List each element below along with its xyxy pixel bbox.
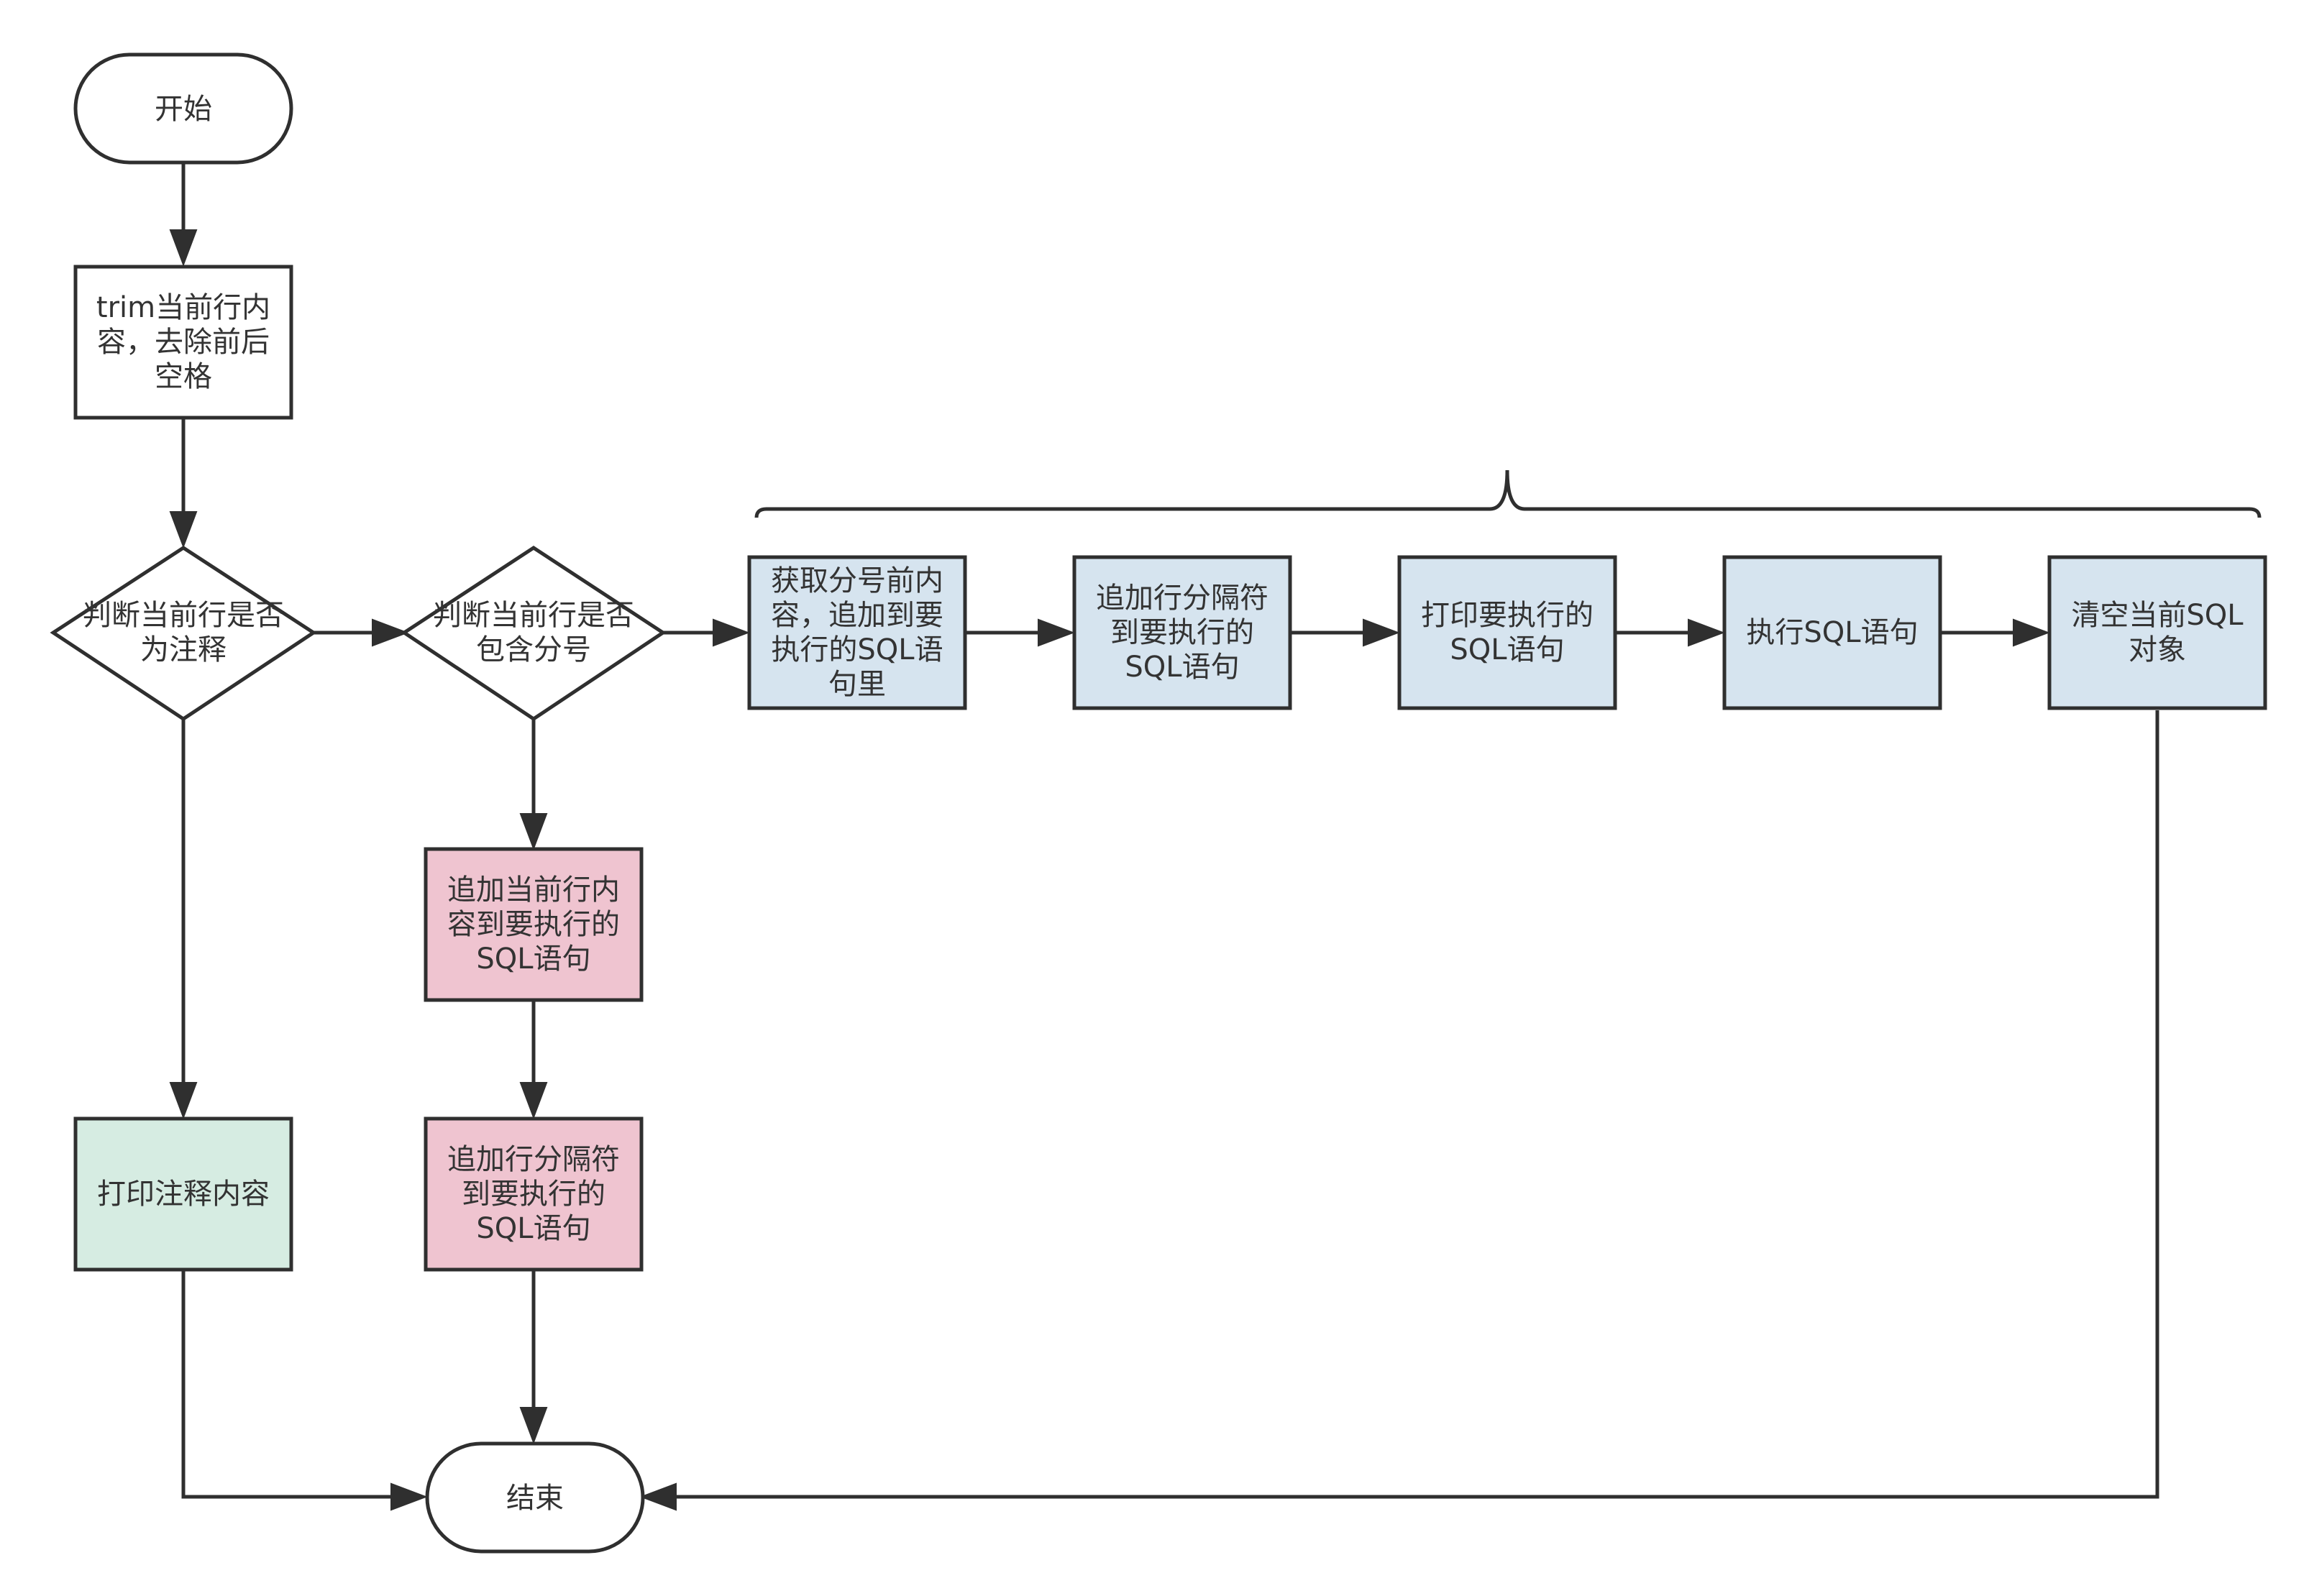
label-line: 对象	[2129, 633, 2186, 666]
label-line: 判断当前行是否	[83, 599, 284, 632]
semicolon-check-node: 判断当前行是否包含分号	[401, 546, 667, 722]
start-terminator	[73, 52, 293, 165]
print-comment-box	[73, 1116, 293, 1272]
label-line: 追加行分隔符	[447, 1143, 620, 1176]
arrowhead	[169, 229, 198, 267]
semicolon-check-diamond	[401, 546, 667, 722]
label-line: SQL语句	[476, 1212, 590, 1245]
label-line: 打印要执行的	[1421, 599, 1594, 632]
label-line: 开始	[155, 93, 212, 126]
clear-sql-box	[2047, 555, 2267, 710]
arrowhead	[390, 1482, 428, 1511]
arrowhead	[169, 511, 198, 549]
execute-sql-node: 执行SQL语句	[1722, 555, 1942, 710]
start-label: 开始	[155, 93, 212, 126]
arrowhead	[372, 618, 409, 647]
label-line: SQL语句	[476, 943, 590, 976]
append-separator-box-1	[1072, 555, 1292, 710]
label-line: 判断当前行是否	[433, 599, 634, 632]
append-line-box	[424, 847, 644, 1002]
label-line: 到要执行的	[1110, 616, 1254, 649]
arrowhead	[519, 813, 548, 850]
label-line: 执行SQL语句	[1746, 616, 1918, 649]
comment-check-diamond	[50, 546, 317, 721]
end-label: 结束	[506, 1482, 564, 1515]
label-line: 执行的SQL语	[771, 633, 943, 666]
edge-clear-sql-to-end	[676, 710, 2159, 1499]
label-line: 为注释	[140, 633, 227, 666]
get-before-semicolon-node: 获取分号前内容，追加到要执行的SQL语句里	[747, 555, 967, 710]
arrowhead	[169, 1082, 198, 1119]
arrowhead	[519, 1082, 548, 1119]
label-line: 到要执行的	[462, 1178, 605, 1211]
label-line: 结束	[506, 1482, 564, 1515]
label-line: SQL语句	[1450, 633, 1564, 666]
trim-process-box	[73, 265, 293, 420]
semicolon-check-label: 判断当前行是否包含分号	[433, 599, 634, 666]
arrowhead	[713, 618, 750, 647]
end-terminator	[425, 1441, 645, 1554]
arrowhead	[1038, 618, 1075, 647]
arrowhead	[1688, 618, 1725, 647]
execute-sql-box	[1722, 555, 1942, 710]
arrowhead	[1363, 618, 1400, 647]
start-node: 开始	[73, 52, 293, 165]
label-line: 句里	[828, 668, 886, 701]
label-line: 追加行分隔符	[1096, 582, 1268, 615]
edge-print-comment-to-end	[181, 1270, 391, 1499]
execute-sql-label: 执行SQL语句	[1746, 616, 1918, 649]
print-comment-label: 打印注释内容	[97, 1178, 270, 1211]
label-line: 容，追加到要	[771, 599, 943, 632]
label-line: SQL语句	[1125, 651, 1239, 684]
label-line: trim当前行内	[96, 291, 270, 324]
connectors	[169, 164, 2159, 1511]
group-curly-brace	[754, 469, 2262, 518]
arrowhead	[519, 1407, 548, 1444]
comment-check-label: 判断当前行是否为注释	[83, 599, 284, 666]
get-before-semicolon-label: 获取分号前内容，追加到要执行的SQL语句里	[771, 564, 943, 701]
comment-check-node: 判断当前行是否为注释	[50, 546, 317, 721]
label-line: 容，去除前后	[97, 326, 270, 359]
label-line: 容到要执行的	[447, 908, 620, 941]
print-sql-box	[1397, 555, 1617, 710]
label-line: 空格	[155, 360, 212, 393]
get-before-semicolon-box	[747, 555, 967, 710]
label-line: 包含分号	[476, 633, 591, 666]
append-separator-box-2	[424, 1116, 644, 1272]
print-comment-node: 打印注释内容	[73, 1116, 293, 1272]
label-line: 获取分号前内	[771, 564, 943, 597]
trim-node: trim当前行内容，去除前后空格	[73, 265, 293, 420]
arrowhead	[2013, 618, 2050, 647]
arrowhead	[639, 1482, 677, 1511]
end-node: 结束	[425, 1441, 645, 1554]
label-line: 追加当前行内	[447, 873, 620, 907]
trim-label: trim当前行内容，去除前后空格	[96, 291, 270, 393]
label-line: 打印注释内容	[97, 1178, 270, 1211]
label-line: 清空当前SQL	[2071, 599, 2244, 632]
